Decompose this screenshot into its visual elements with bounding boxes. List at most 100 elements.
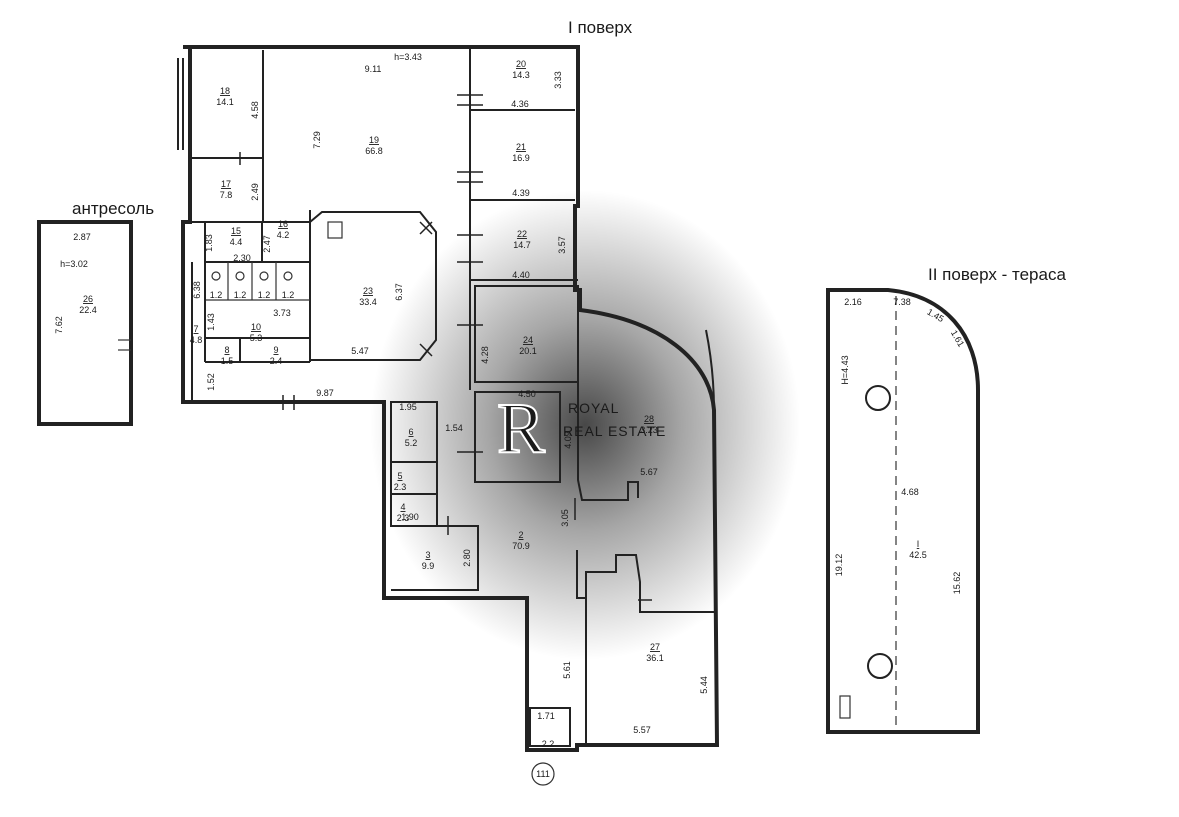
room-area-6: 5.2 [405,438,418,448]
room-area-7: 4.8 [190,335,203,345]
mezzanine-plan [37,220,133,426]
room-number-7: 7 [193,324,198,334]
room-number-19: 19 [369,135,379,145]
room-area-20: 14.3 [512,70,530,80]
floor2-terrace [826,288,980,734]
room-number-15: 15 [231,226,241,236]
watermark-line1: ROYAL [568,400,619,416]
room-number-23: 23 [363,286,373,296]
room-number-5: 5 [397,471,402,481]
room-number-I: I [917,539,920,549]
room-area-27: 36.1 [646,653,664,663]
marker-label: 111 [536,769,550,779]
room-area-4: 2.3 [397,513,410,523]
dimension-label: 3.33 [553,71,563,89]
room-area-16: 4.2 [277,230,290,240]
dimension-label: 5.47 [351,346,369,356]
dimension-label: 4.28 [480,346,490,364]
room-number-6: 6 [408,427,413,437]
dimension-label: 4.58 [250,101,260,119]
dimension-label: 3.05 [560,509,570,527]
dimension-label: H=4.43 [840,355,850,384]
floor1-title: I поверх [568,18,633,37]
watermark-line2: REAL ESTATE [563,423,666,439]
dimension-label: 4.39 [512,188,530,198]
dimension-label: 3.57 [557,236,567,254]
marker-circle [531,762,555,786]
small-cell-area: 1.2 [234,290,247,300]
room-area-17: 7.8 [220,190,233,200]
dimension-label: 15.62 [952,572,962,595]
dimension-label: h=3.43 [394,52,422,62]
dimension-label: 1.54 [445,423,463,433]
room-area-3: 9.9 [422,561,435,571]
dimension-label: 4.36 [511,99,529,109]
dimension-label: 2.87 [73,232,91,242]
room-area-10: 5.3 [250,333,263,343]
dimension-label: 2.30 [233,253,251,263]
dimension-label: 9.87 [316,388,334,398]
floor2-title: II поверх - тераса [928,265,1066,284]
door-marks [239,94,652,601]
dimension-label: 2.49 [250,183,260,201]
room-area-15: 4.4 [230,237,243,247]
dimension-label: 2.47 [262,235,272,253]
dimension-label: 4.40 [512,270,530,280]
room-number-21: 21 [516,142,526,152]
room-number-27: 27 [650,642,660,652]
dimension-label: 5.44 [699,676,709,694]
watermark-logo: R ROYAL REAL ESTATE [496,387,666,469]
room-number-26: 26 [83,294,93,304]
room-number-8: 8 [224,345,229,355]
room-labels: 1814.11966.82014.32116.92214.7177.8154.4… [79,59,927,663]
room-number-22: 22 [517,229,527,239]
room-area-21: 16.9 [512,153,530,163]
dimension-label: 1.90 [401,512,419,522]
small-cell-area: 1.2 [258,290,271,300]
dimension-label: 7.29 [312,131,322,149]
room-number-3: 3 [425,550,430,560]
dimension-label: 2.16 [844,297,862,307]
room-area-2: 70.9 [512,541,530,551]
room-area-22: 14.7 [513,240,531,250]
room-number-9: 9 [273,345,278,355]
dimension-label: 9.11 [365,64,382,74]
dimension-label: 4.68 [901,487,919,497]
room-area-5: 2.3 [394,482,407,492]
dimension-label: 7.38 [893,297,911,307]
room-area-23: 33.4 [359,297,377,307]
dimension-label: 7.62 [54,316,64,334]
dimension-label: 2.2 [542,739,555,749]
room-area-I: 42.5 [909,550,927,560]
room-number-18: 18 [220,86,230,96]
dimension-label: 4.09 [563,431,573,449]
room-area-18: 14.1 [216,97,234,107]
dimension-label: 6.38 [192,281,202,299]
dimension-label: 1.95 [399,402,417,412]
dimension-label: h=3.02 [60,259,88,269]
small-cell-area: 1.2 [282,290,295,300]
room-number-4: 4 [400,502,405,512]
dimension-label: 2.80 [462,549,472,567]
floor1-walls [177,45,720,752]
room-number-28: 28 [644,414,654,424]
room-number-17: 17 [221,179,231,189]
dimension-label: 5.67 [640,467,658,477]
dimension-label: 19.12 [834,554,844,577]
dimension-label: 3.73 [273,308,291,318]
dimension-label: 1.71 [537,711,555,721]
room-number-24: 24 [523,335,533,345]
dimension-label: 5.61 [562,661,572,679]
room-area-8: 1.5 [221,356,234,366]
room-area-26: 22.4 [79,305,97,315]
room-number-20: 20 [516,59,526,69]
room-number-16: 16 [278,219,288,229]
room-area-28: 3.23 [640,425,658,435]
dimension-label: 1.52 [206,373,216,391]
room-area-9: 2.4 [270,356,283,366]
dimension-label: 1.43 [206,313,216,331]
room-number-2: 2 [518,530,523,540]
